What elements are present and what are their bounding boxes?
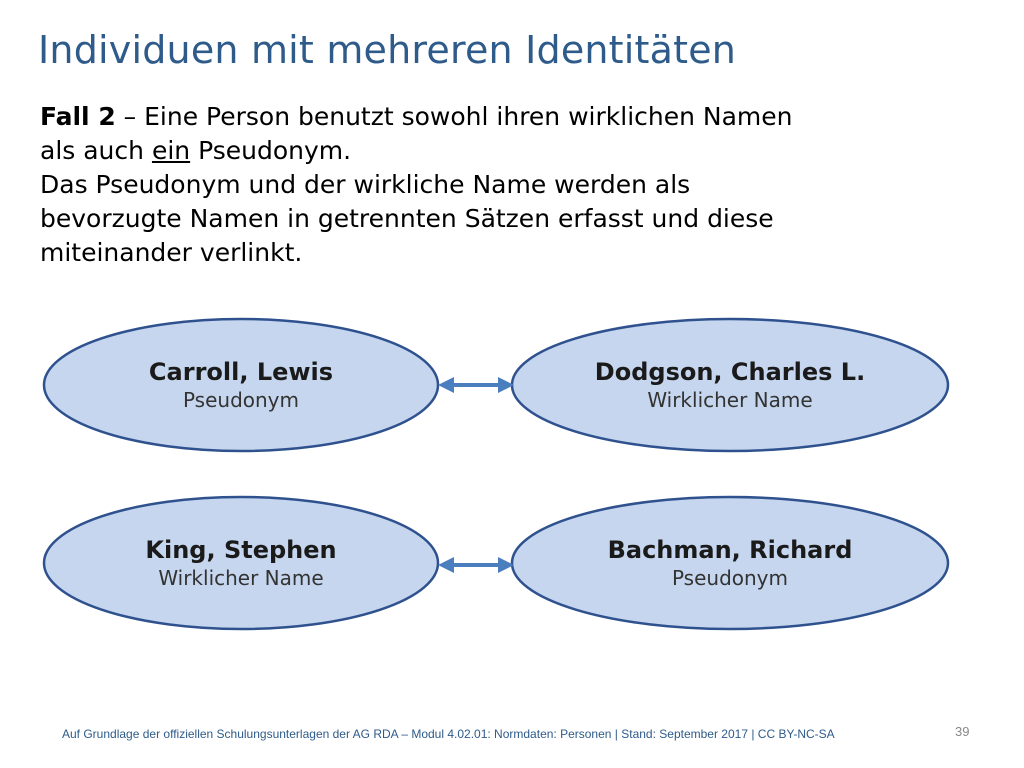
person-name: King, Stephen bbox=[145, 536, 337, 564]
body-line-2-pre: als auch bbox=[40, 136, 152, 165]
page-number: 39 bbox=[955, 724, 970, 739]
underlined-word: ein bbox=[151, 136, 191, 165]
name-type: Pseudonym bbox=[182, 388, 300, 412]
person-name: Dodgson, Charles L. bbox=[594, 358, 866, 386]
slide-title: Individuen mit mehreren Identitäten bbox=[38, 28, 737, 72]
body-line-2: als auch ein Pseudonym. bbox=[40, 134, 940, 168]
body-line-1-rest: – Eine Person benutzt sowohl ihren wirkl… bbox=[115, 102, 793, 131]
node-pair2-left: King, Stephen Wirklicher Name bbox=[51, 535, 431, 591]
person-name: Carroll, Lewis bbox=[148, 358, 334, 386]
name-type: Pseudonym bbox=[671, 566, 789, 590]
node-pair2-right: Bachman, Richard Pseudonym bbox=[540, 535, 920, 591]
case-label: Fall 2 bbox=[40, 102, 116, 131]
name-type: Wirklicher Name bbox=[158, 566, 324, 590]
body-line-2-post: Pseudonym. bbox=[190, 136, 352, 165]
body-line-1: Fall 2 – Eine Person benutzt sowohl ihre… bbox=[40, 100, 940, 134]
body-line-3: Das Pseudonym und der wirkliche Name wer… bbox=[40, 170, 691, 199]
body-line-4: bevorzugte Namen in getrennten Sätzen er… bbox=[40, 204, 774, 233]
person-name: Bachman, Richard bbox=[607, 536, 853, 564]
body-line-5: miteinander verlinkt. bbox=[40, 238, 303, 267]
body-text: Fall 2 – Eine Person benutzt sowohl ihre… bbox=[40, 100, 940, 270]
name-type: Wirklicher Name bbox=[647, 388, 813, 412]
footer-credit: Auf Grundlage der offiziellen Schulungsu… bbox=[62, 727, 835, 741]
node-pair1-left: Carroll, Lewis Pseudonym bbox=[51, 357, 431, 413]
node-pair1-right: Dodgson, Charles L. Wirklicher Name bbox=[540, 357, 920, 413]
